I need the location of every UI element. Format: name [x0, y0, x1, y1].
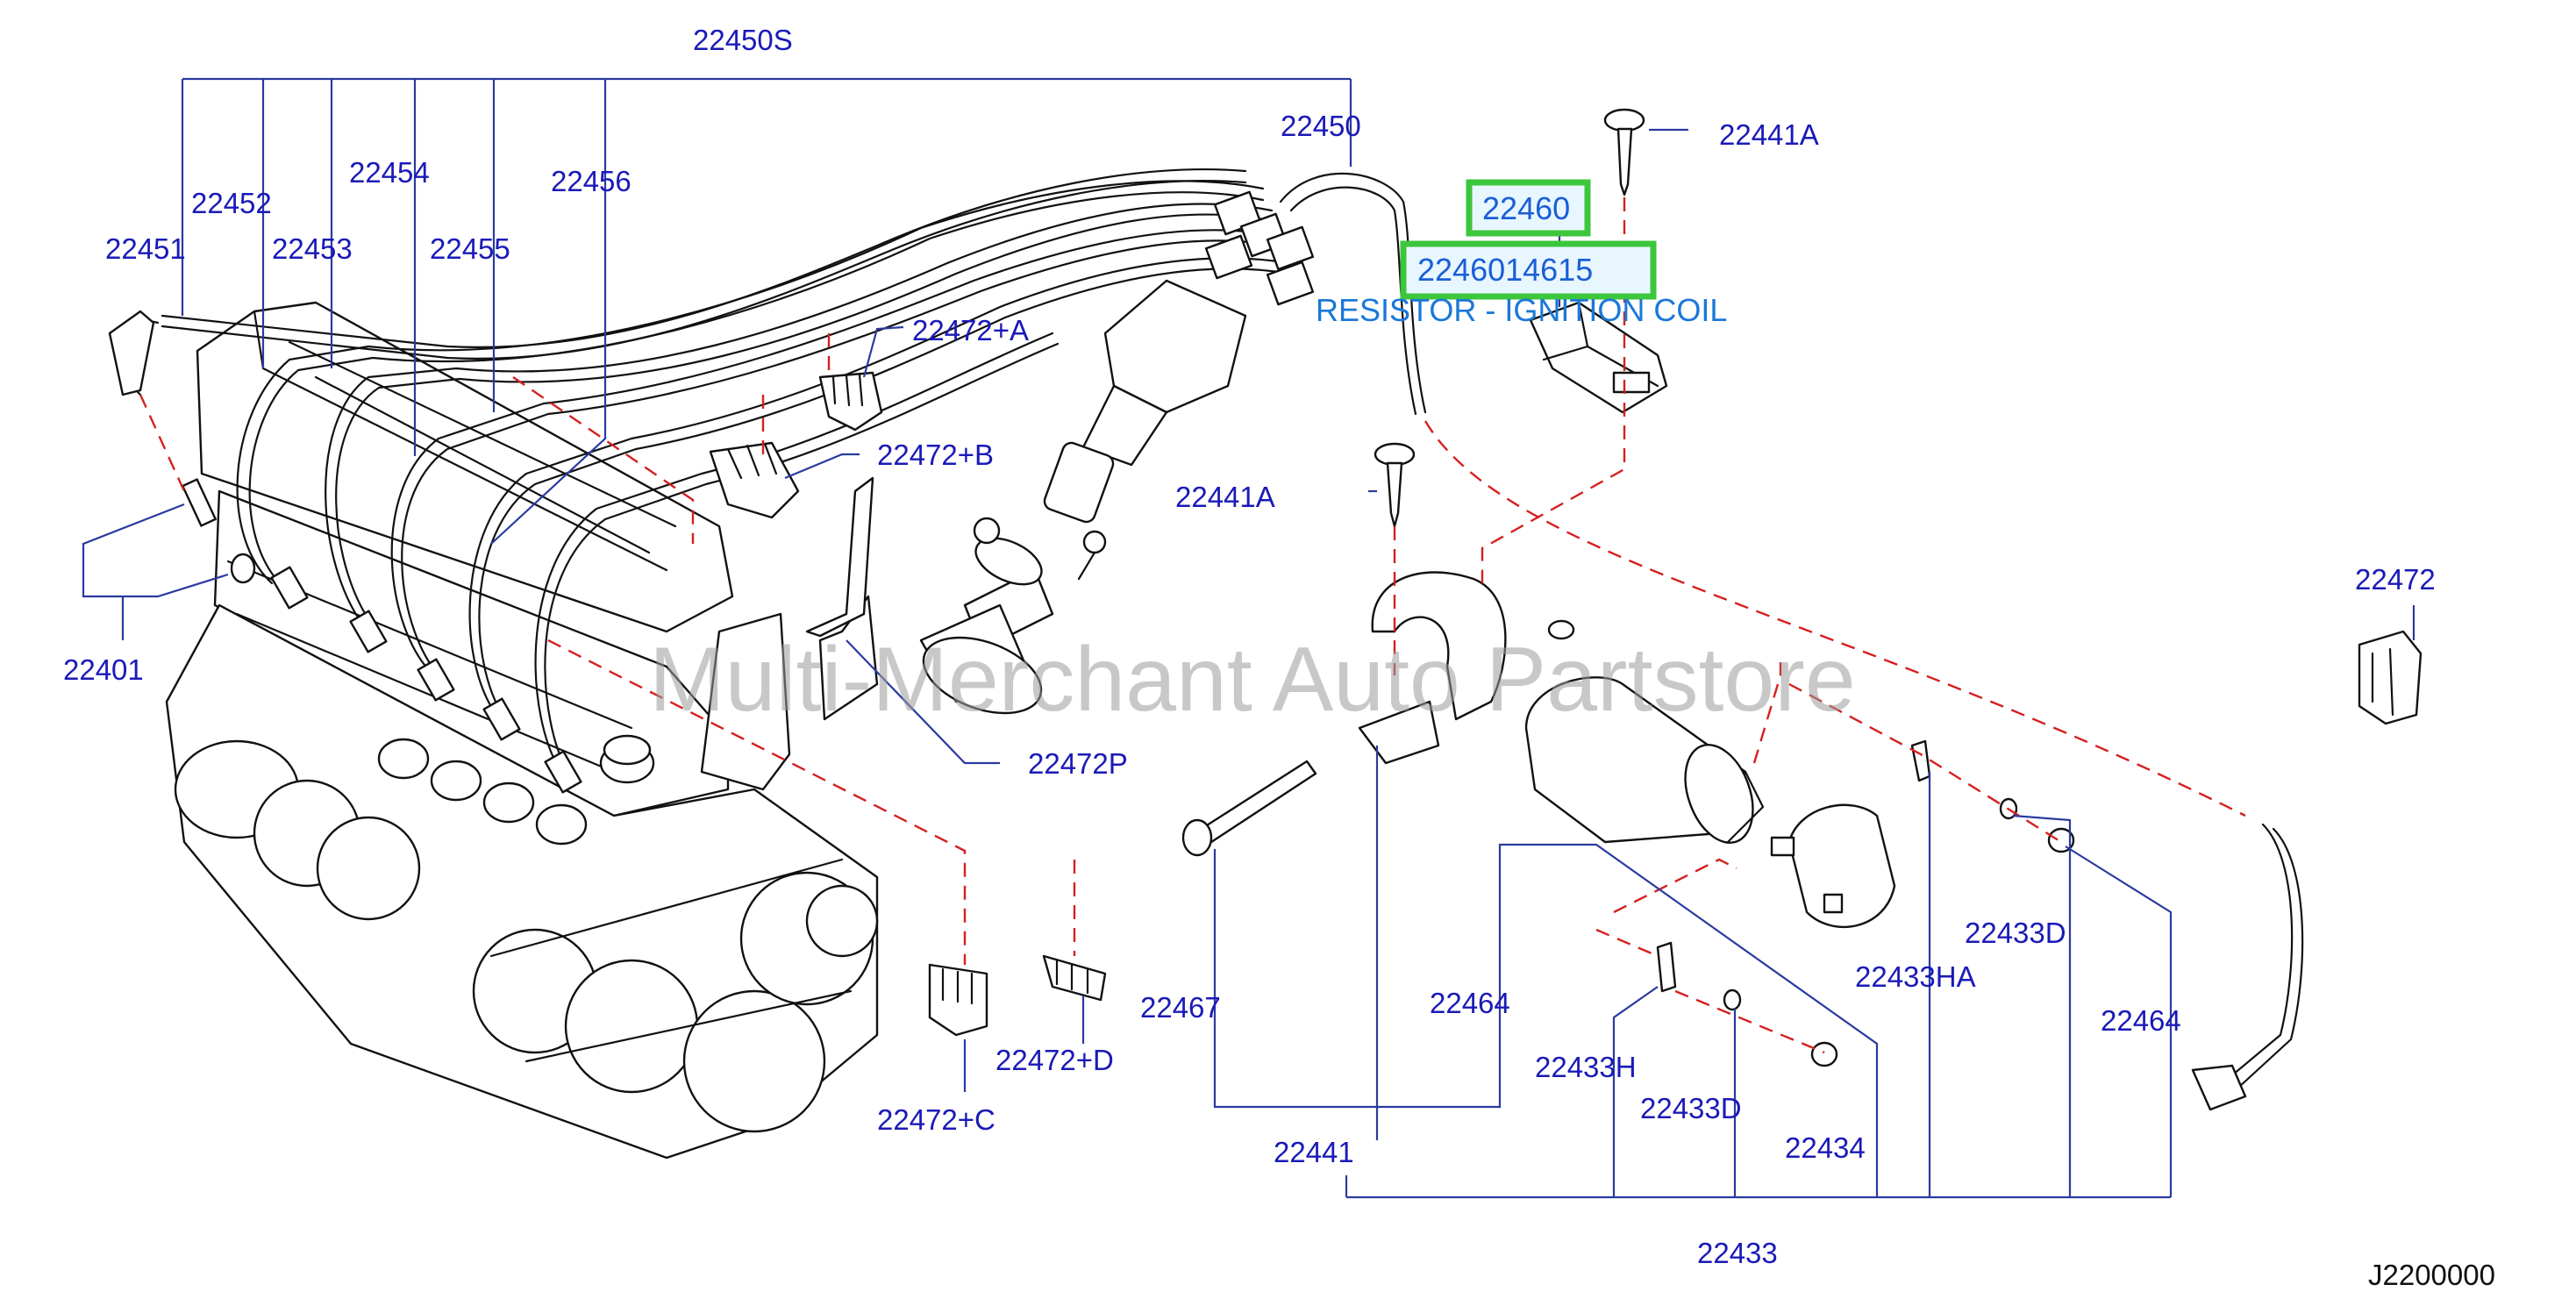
label-22464-right[interactable]: 22464 — [2101, 1004, 2181, 1037]
label-2246014615[interactable]: 2246014615 — [1417, 252, 1593, 288]
label-22467[interactable]: 22467 — [1140, 991, 1221, 1024]
label-22433HA[interactable]: 22433HA — [1855, 960, 1976, 993]
screw-22441A-top — [1603, 108, 1645, 196]
label-22472-A[interactable]: 22472+A — [912, 314, 1029, 346]
label-22464-mid[interactable]: 22464 — [1430, 987, 1510, 1019]
assembly-lines — [139, 197, 2246, 1054]
label-22401[interactable]: 22401 — [63, 653, 144, 686]
label-22452[interactable]: 22452 — [191, 187, 272, 219]
label-22433D-low[interactable]: 22433D — [1640, 1092, 1742, 1124]
spark-plug-1 — [182, 478, 217, 527]
label-22450[interactable]: 22450 — [1281, 110, 1361, 142]
leader-lines — [82, 77, 2415, 1199]
clip-22472-C — [928, 963, 988, 1037]
label-22441A-top[interactable]: 22441A — [1719, 118, 1819, 151]
label-22455[interactable]: 22455 — [430, 232, 510, 265]
small-hardware — [1656, 739, 2075, 1067]
clip-22472 — [2358, 630, 2423, 725]
label-22433[interactable]: 22433 — [1697, 1237, 1778, 1269]
part-caption: RESISTOR - IGNITION COIL — [1316, 292, 1727, 328]
screw-22441A-mid — [1374, 442, 1416, 528]
label-22460[interactable]: 22460 — [1482, 190, 1570, 226]
coil-wire-22464 — [2191, 823, 2304, 1111]
spark-plug-2 — [230, 553, 256, 584]
label-22472-D[interactable]: 22472+D — [995, 1044, 1114, 1076]
wire-connectors — [1204, 190, 1315, 306]
label-22456[interactable]: 22456 — [551, 165, 632, 197]
condenser-22433HA — [1770, 803, 1896, 929]
coil-bolt-22467 — [1181, 760, 1317, 857]
distributor — [1043, 279, 1247, 524]
label-22441[interactable]: 22441 — [1274, 1136, 1354, 1168]
highlight-22460 — [1466, 179, 1591, 237]
engine-illustration — [165, 301, 879, 1160]
label-22472P[interactable]: 22472P — [1028, 747, 1128, 780]
label-22450S[interactable]: 22450S — [693, 24, 793, 56]
bracket-22472P — [805, 476, 874, 638]
watermark: Multi-Merchant Auto Partstore — [649, 629, 1856, 731]
label-22441A-mid[interactable]: 22441A — [1175, 481, 1275, 513]
ignition-wire-set — [108, 168, 1427, 794]
label-22451[interactable]: 22451 — [105, 232, 186, 265]
label-22472-B[interactable]: 22472+B — [877, 439, 994, 471]
clip-22472-A — [818, 371, 883, 432]
resistor-22460 — [1529, 301, 1668, 414]
label-22434[interactable]: 22434 — [1785, 1131, 1866, 1164]
label-22454[interactable]: 22454 — [349, 156, 430, 189]
label-22453[interactable]: 22453 — [272, 232, 353, 265]
diagram-reference-code: J2200000 — [2368, 1259, 2495, 1291]
label-22433D-right[interactable]: 22433D — [1965, 917, 2066, 949]
label-22472[interactable]: 22472 — [2355, 563, 2436, 596]
clip-22472-D — [1042, 954, 1107, 1002]
label-22472-C[interactable]: 22472+C — [877, 1103, 995, 1136]
ignition-coil — [1524, 676, 1765, 845]
highlight-2246014615 — [1400, 240, 1657, 300]
coil-bracket — [1358, 571, 1575, 765]
clip-22472-B — [709, 441, 800, 519]
label-22433H[interactable]: 22433H — [1535, 1051, 1637, 1083]
